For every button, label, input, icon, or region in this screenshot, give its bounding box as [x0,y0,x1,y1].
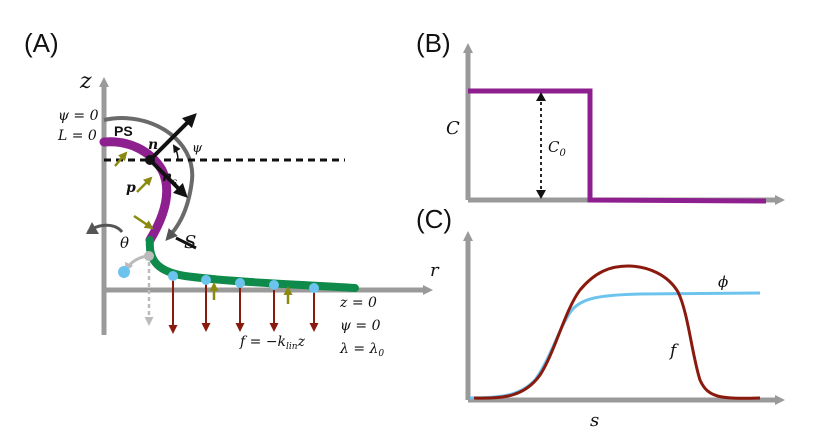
pressure-arrow [114,151,128,167]
pressure-label: p [126,180,136,196]
arclength-arrow [103,116,195,242]
normal-ns-sub: s [172,177,177,188]
L-top-condition: L = 0 [57,128,97,144]
rotation-arrow-head [86,222,99,234]
psi-angle-label: ψ [192,141,203,156]
phi-label: ϕ [718,273,728,291]
C0-arrow-up [536,92,546,101]
C0-arrow-down [536,190,546,199]
phi-curve [469,291,761,400]
step-function-line [468,88,767,204]
axis-r-label: r [430,260,440,281]
pressure-arrow [136,176,153,193]
axis-s-label: s [590,410,599,431]
C0-label: C0 [548,138,566,159]
panel-a: (A) z ψ = 0 L = 0 S PS n n s ψ p [24,28,433,359]
panel-b: (B) C C0 [416,28,785,205]
arclength-tick [175,236,197,250]
z-bottom-condition: z = 0 [339,295,377,311]
arclength-label: S [184,232,196,253]
axis-z-label: z [79,69,92,94]
panel-a-label: (A) [24,28,59,58]
f-label: f [668,341,679,361]
gray-node [144,251,154,261]
substrate-curve [145,236,359,292]
normal-ns-label: n [162,169,172,185]
normal-n-arrow [148,113,197,162]
psi-bottom-condition: ψ = 0 [340,318,381,334]
lambda-bottom-condition: λ = λ0 [339,341,384,359]
axis-C-label: C [446,118,460,139]
bead [118,266,130,278]
substrate-node [269,280,279,290]
substrate-node [309,283,319,293]
f-curve [473,264,761,400]
substrate-node [168,271,178,281]
panel-b-label: (B) [416,28,451,58]
panel-c: (C) r s ϕ f [416,204,785,431]
panel-c-label: (C) [416,204,452,234]
spring-arrows [168,280,319,334]
psi-angle-arc [172,144,181,161]
ps-label: PS [114,123,133,139]
psi-top-condition: ψ = 0 [58,108,99,124]
pressure-arrow [133,214,154,230]
force-formula: f = −klinz [239,334,306,352]
theta-label: θ [120,234,129,252]
substrate-node [201,275,211,285]
substrate-node [235,278,245,288]
normal-ns-arrow [148,158,188,198]
normal-n-label: n [148,137,158,153]
